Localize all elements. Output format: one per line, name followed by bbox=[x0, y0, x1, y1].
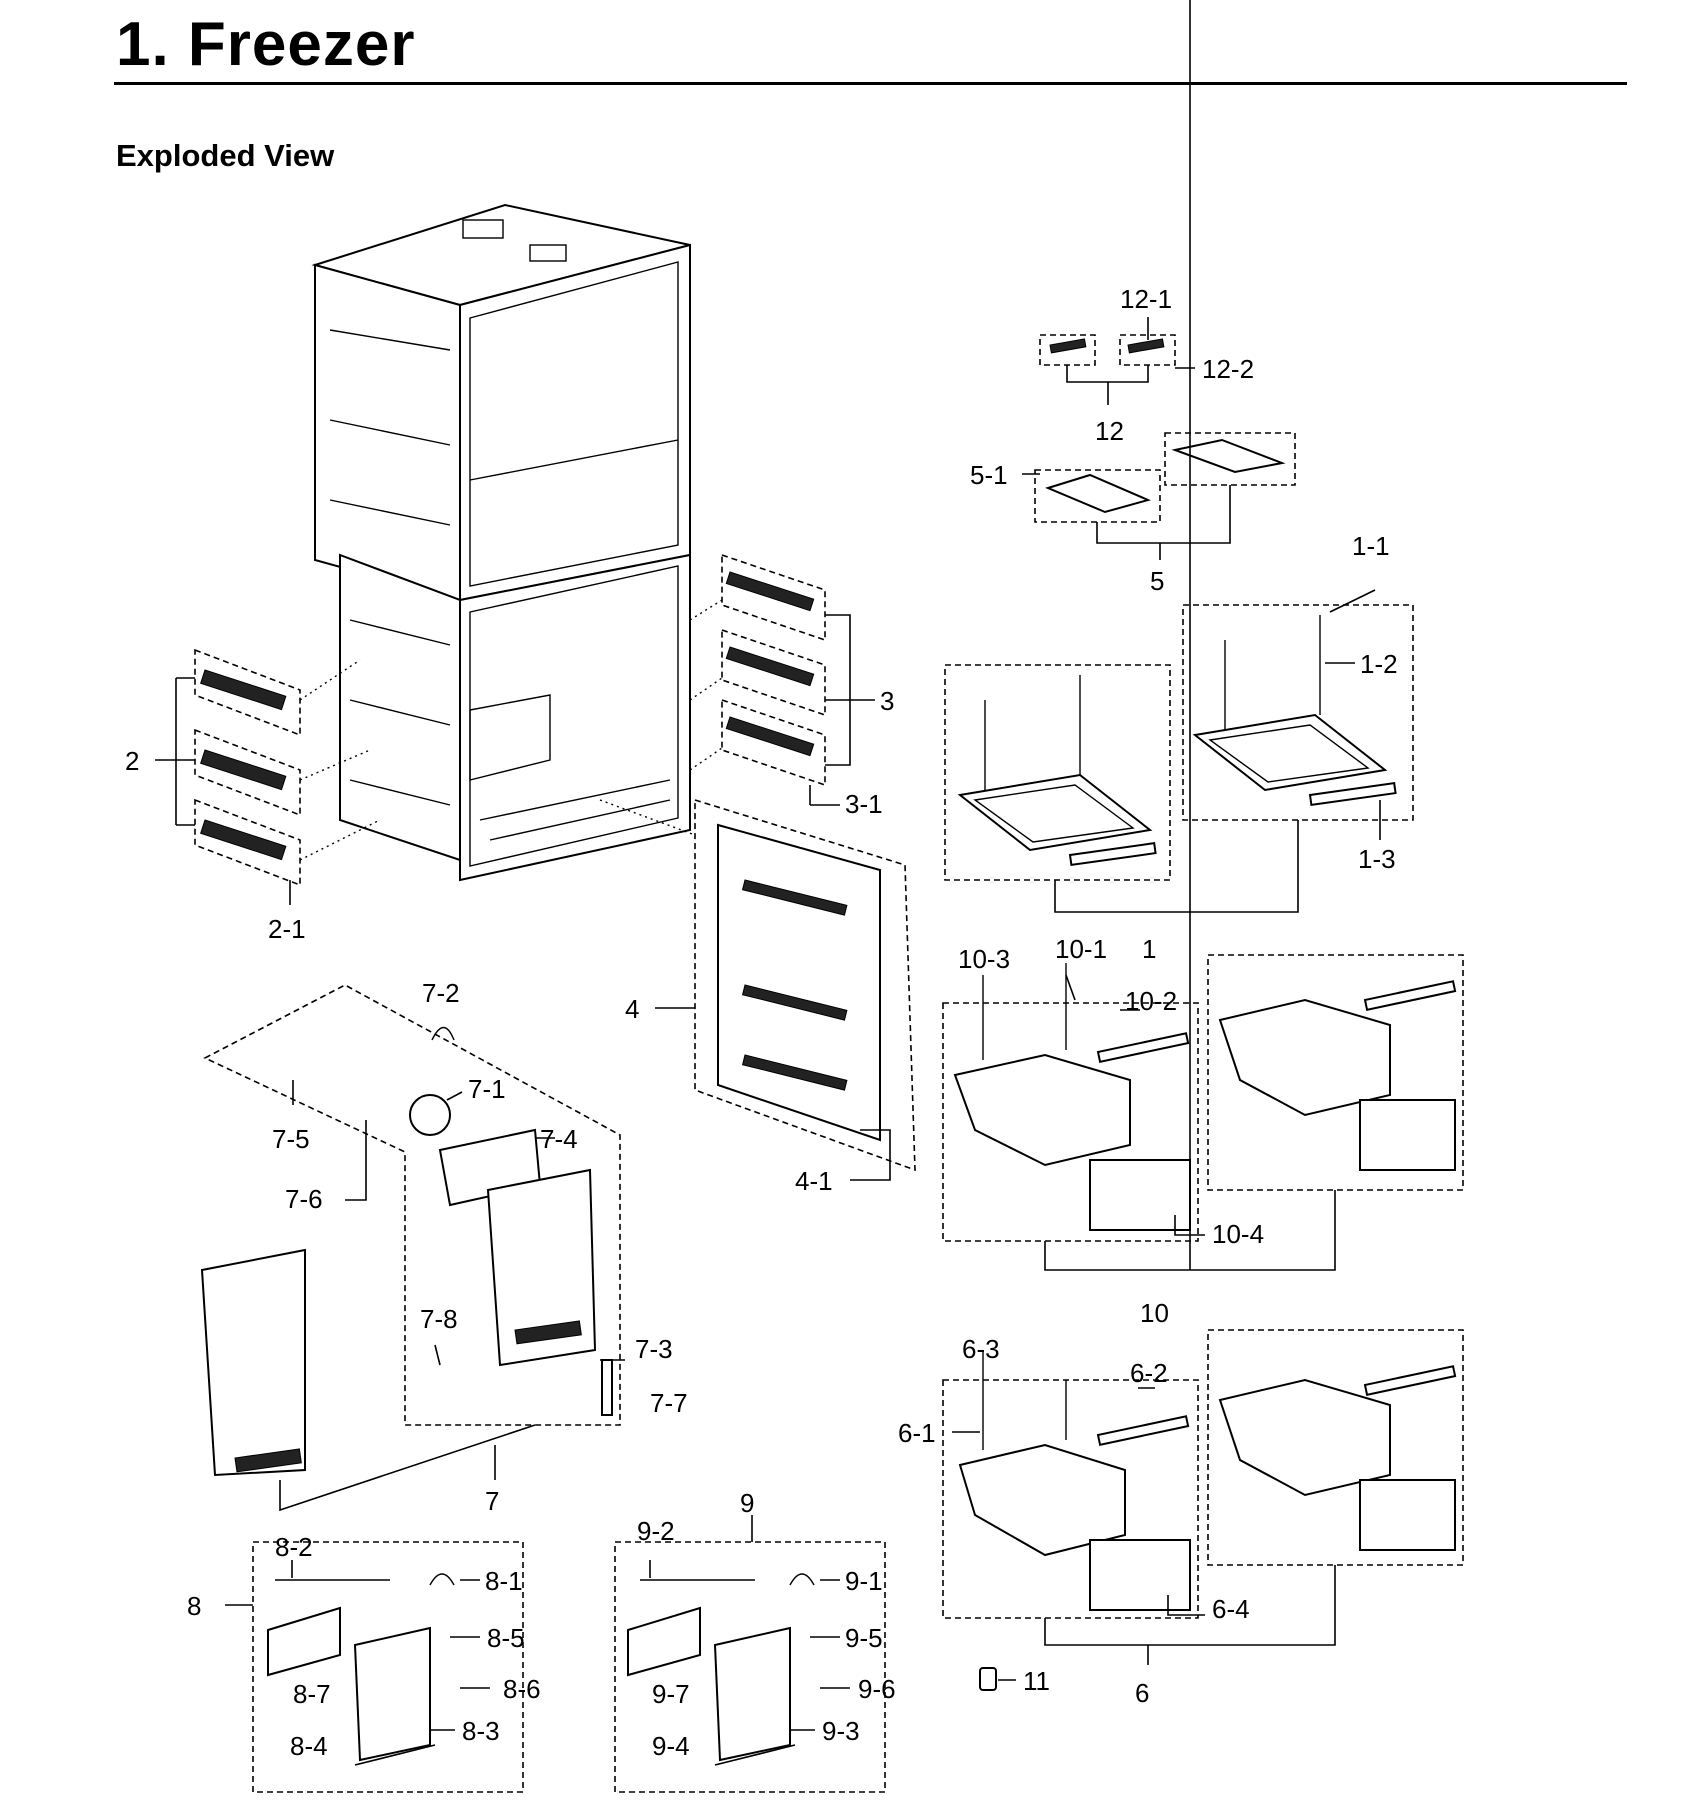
callout-8-4: 8-4 bbox=[290, 1731, 328, 1761]
callout-1-2: 1-2 bbox=[1360, 649, 1398, 679]
part-9-evaporator bbox=[614, 1515, 886, 1793]
callout-9-5: 9-5 bbox=[845, 1623, 883, 1653]
part-4-cover bbox=[599, 798, 916, 1181]
callout-8-6: 8-6 bbox=[503, 1674, 541, 1704]
callout-12: 12 bbox=[1095, 416, 1124, 446]
callout-11: 11 bbox=[1023, 1666, 1050, 1696]
callout-9-3: 9-3 bbox=[822, 1716, 860, 1746]
callout-7-2: 7-2 bbox=[422, 978, 460, 1008]
callout-9: 9 bbox=[740, 1488, 754, 1518]
title-rule bbox=[114, 82, 1627, 85]
section-heading: Exploded View bbox=[116, 138, 335, 173]
callout-7-4: 7-4 bbox=[540, 1124, 578, 1154]
callout-6-1: 6-1 bbox=[898, 1418, 936, 1448]
callout-8-2: 8-2 bbox=[275, 1532, 313, 1562]
part-7-evap-cover bbox=[200, 984, 625, 1512]
callout-4-1: 4-1 bbox=[795, 1166, 833, 1196]
callout-2: 2 bbox=[125, 746, 139, 776]
callout-9-1: 9-1 bbox=[845, 1566, 883, 1596]
callout-5-1: 5-1 bbox=[970, 460, 1008, 490]
callout-1-1: 1-1 bbox=[1352, 531, 1390, 561]
part-10-drawers bbox=[942, 0, 1464, 1271]
callout-8-5: 8-5 bbox=[487, 1623, 525, 1653]
page-title: 1. Freezer bbox=[116, 10, 416, 79]
callout-12-2: 12-2 bbox=[1202, 354, 1254, 384]
part-8-evaporator bbox=[225, 1541, 524, 1793]
callout-1: 1 bbox=[1142, 934, 1156, 964]
callout-9-6: 9-6 bbox=[858, 1674, 896, 1704]
callout-7-3: 7-3 bbox=[635, 1334, 673, 1364]
part-2-rails bbox=[155, 648, 381, 905]
callout-7-8: 7-8 bbox=[420, 1304, 458, 1334]
part-11 bbox=[979, 1667, 1016, 1691]
part-3-rails bbox=[689, 553, 875, 806]
callout-7: 7 bbox=[485, 1486, 499, 1516]
callout-8: 8 bbox=[187, 1591, 201, 1621]
callout-7-7: 7-7 bbox=[650, 1388, 688, 1418]
callout-9-4: 9-4 bbox=[652, 1731, 690, 1761]
callout-6-4: 6-4 bbox=[1212, 1594, 1250, 1624]
callout-9-7: 9-7 bbox=[652, 1679, 690, 1709]
callout-6-2: 6-2 bbox=[1130, 1358, 1168, 1388]
callout-3: 3 bbox=[880, 686, 894, 716]
callout-9-2: 9-2 bbox=[637, 1516, 675, 1546]
callout-10-1: 10-1 bbox=[1055, 934, 1107, 964]
callout-10-4: 10-4 bbox=[1212, 1219, 1264, 1249]
callout-8-3: 8-3 bbox=[462, 1716, 500, 1746]
callout-7-1: 7-1 bbox=[468, 1074, 506, 1104]
callout-2-1: 2-1 bbox=[268, 914, 306, 944]
callout-8-7: 8-7 bbox=[293, 1679, 331, 1709]
part-6-drawers bbox=[942, 1329, 1464, 1665]
callout-10-2: 10-2 bbox=[1125, 986, 1177, 1016]
callout-6: 6 bbox=[1135, 1678, 1149, 1708]
callout-6-3: 6-3 bbox=[962, 1334, 1000, 1364]
freezer-cabinet bbox=[311, 203, 691, 882]
callout-5: 5 bbox=[1150, 566, 1164, 596]
callout-7-5: 7-5 bbox=[272, 1124, 310, 1154]
callout-3-1: 3-1 bbox=[845, 789, 883, 819]
callout-7-6: 7-6 bbox=[285, 1184, 323, 1214]
callout-10-3: 10-3 bbox=[958, 944, 1010, 974]
callout-10: 10 bbox=[1140, 1298, 1169, 1328]
part-1-trays bbox=[944, 589, 1414, 913]
part-12-covers bbox=[1039, 317, 1195, 405]
callout-1-3: 1-3 bbox=[1358, 844, 1396, 874]
callout-8-1: 8-1 bbox=[485, 1566, 523, 1596]
part-5-covers bbox=[1022, 432, 1296, 560]
callout-12-1: 12-1 bbox=[1120, 284, 1172, 314]
callout-4: 4 bbox=[625, 994, 639, 1024]
